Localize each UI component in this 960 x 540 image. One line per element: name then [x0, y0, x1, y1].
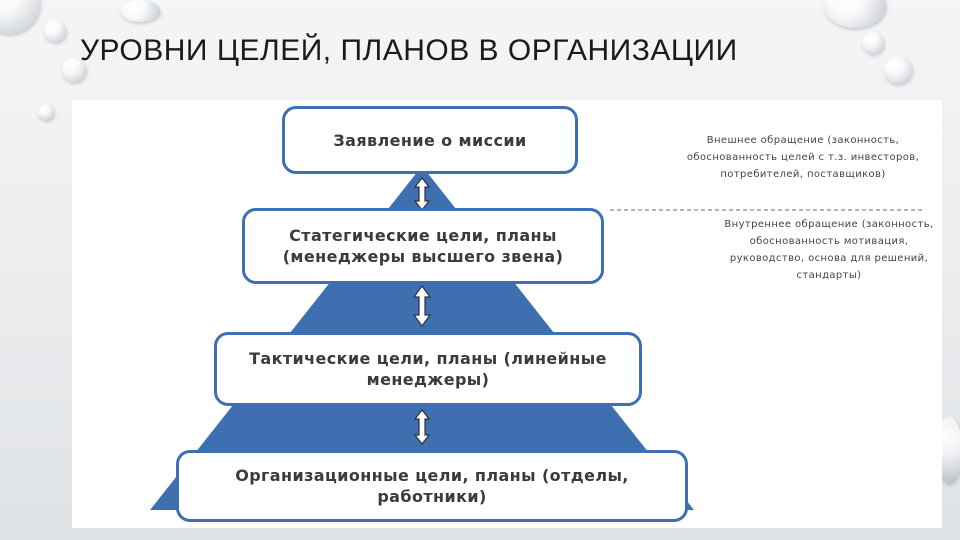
level-label: Организационные цели, планы (отделы, раб…	[235, 466, 629, 506]
double-arrow-icon	[413, 409, 431, 445]
water-drop-decoration	[120, 0, 160, 22]
diagram-panel: Заявление о миссии Статегические цели, п…	[72, 100, 942, 528]
water-drop-decoration	[38, 104, 54, 120]
internal-appeal-note: Внутреннее обращение (законность, обосно…	[724, 219, 934, 281]
water-drop-decoration	[0, 0, 40, 34]
external-appeal-note: Внешнее обращение (законность, обоснован…	[686, 135, 920, 180]
water-drop-decoration	[884, 56, 912, 84]
slide-title: УРОВНИ ЦЕЛЕЙ, ПЛАНОВ В ОРГАНИЗАЦИИ	[80, 34, 738, 67]
water-drop-decoration	[62, 58, 86, 82]
level-label: Заявление о миссии	[333, 130, 527, 150]
water-drop-decoration	[44, 20, 66, 42]
pyramid-level-mission: Заявление о миссии	[282, 106, 578, 174]
level-label: Тактические цели, планы (линейные менедж…	[249, 349, 607, 389]
pyramid-level-operational: Организационные цели, планы (отделы, раб…	[176, 450, 688, 522]
double-arrow-icon	[412, 284, 432, 328]
water-drop-decoration	[824, 0, 886, 28]
pyramid-level-strategic: Статегические цели, планы (менеджеры выс…	[242, 208, 604, 284]
pyramid-level-tactical: Тактические цели, планы (линейные менедж…	[214, 332, 642, 406]
water-drop-decoration	[862, 32, 884, 54]
level-label: Статегические цели, планы (менеджеры выс…	[282, 226, 564, 266]
